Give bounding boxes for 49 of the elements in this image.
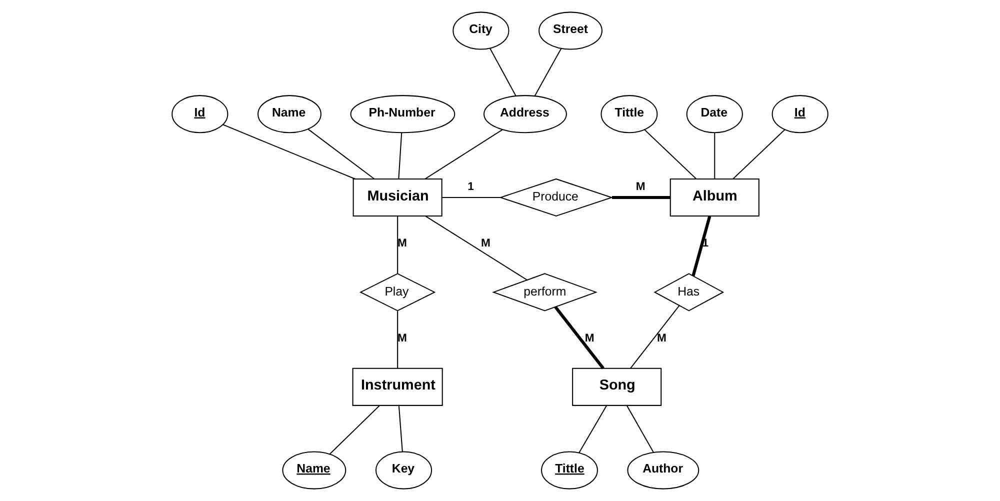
connector <box>554 306 604 370</box>
node-diamond: perform <box>492 273 598 312</box>
edge-label: M <box>584 332 594 344</box>
connector <box>612 196 670 200</box>
connector <box>329 405 380 454</box>
connector <box>692 216 712 276</box>
node-ellipse: Tittle <box>541 451 598 490</box>
edge-label: M <box>656 332 666 344</box>
node-ellipse: Date <box>686 95 743 134</box>
connector <box>626 405 654 452</box>
node-diamond: Produce <box>498 178 614 217</box>
edge-label: M <box>398 332 408 344</box>
connector <box>308 128 374 180</box>
connector <box>397 311 398 368</box>
connector <box>424 129 503 180</box>
connector <box>644 129 697 180</box>
connector <box>425 216 528 280</box>
node-ellipse: Author <box>627 451 700 490</box>
node-box: Song <box>572 368 662 406</box>
edge-label: M <box>636 181 646 194</box>
node-ellipse: City <box>452 12 510 50</box>
edge-label: M <box>480 238 490 250</box>
node-box: Instrument <box>352 368 443 406</box>
connector <box>714 132 716 179</box>
node-box: Album <box>670 178 760 217</box>
connector <box>732 129 786 180</box>
node-ellipse: Id <box>172 95 228 134</box>
node-diamond: Has <box>654 273 724 312</box>
connector <box>222 124 356 180</box>
connector <box>442 196 501 198</box>
connector <box>578 405 608 454</box>
node-diamond: Play <box>359 273 436 312</box>
connector <box>397 216 398 274</box>
node-ellipse: Name <box>282 451 346 490</box>
edge-label: M <box>398 238 408 250</box>
node-box: Musician <box>352 178 442 217</box>
node-ellipse: Address <box>484 95 567 134</box>
node-ellipse: Street <box>538 12 602 50</box>
connector <box>490 48 516 96</box>
node-ellipse: Key <box>375 451 432 490</box>
node-ellipse: Id <box>772 95 828 134</box>
node-ellipse: Ph-Number <box>350 95 456 134</box>
connector <box>534 48 562 96</box>
node-ellipse: Tittle <box>600 95 658 134</box>
edge-label: 1 <box>468 181 474 194</box>
connector <box>398 406 403 452</box>
node-ellipse: Name <box>258 95 322 134</box>
connector <box>630 305 680 369</box>
connector <box>398 132 402 179</box>
